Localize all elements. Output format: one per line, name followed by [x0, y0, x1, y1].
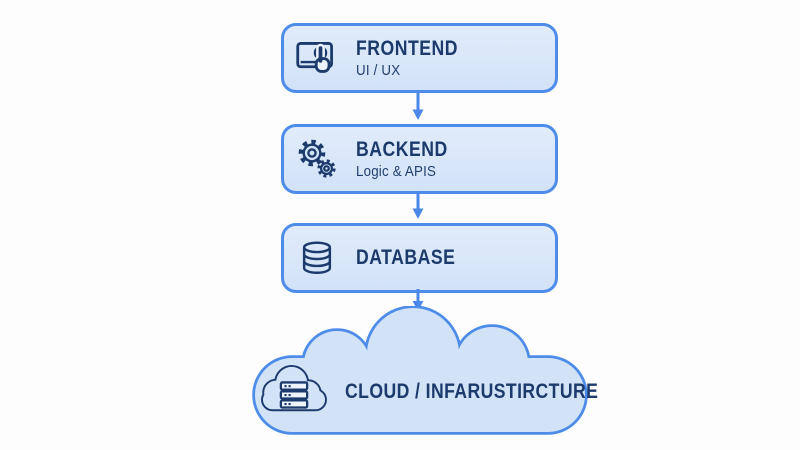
- flow-node-frontend: FRONTEND UI / UX: [281, 23, 558, 93]
- flow-node-cloud: CLOUD / INFARUSTIRCTURE: [257, 360, 654, 422]
- touch-screen-icon: [293, 39, 341, 77]
- cloud-server-icon: [257, 359, 331, 424]
- flow-node-database: DATABASE: [281, 223, 558, 293]
- database-icon: [293, 240, 341, 276]
- flow-node-backend: BACKEND Logic & APIS: [281, 124, 558, 194]
- flow-arrow-down-icon: [411, 191, 425, 221]
- node-subtitle: Logic & APIS: [356, 163, 437, 180]
- node-title: FRONTEND: [356, 37, 459, 61]
- node-title: BACKEND: [356, 138, 448, 162]
- gears-icon: [293, 138, 341, 180]
- flow-arrow-down-icon: [411, 92, 425, 122]
- node-subtitle: UI / UX: [356, 62, 401, 79]
- node-title: DATABASE: [356, 246, 456, 270]
- node-title: CLOUD / INFARUSTIRCTURE: [345, 378, 599, 403]
- flow-node-cloud-shape: [245, 305, 595, 438]
